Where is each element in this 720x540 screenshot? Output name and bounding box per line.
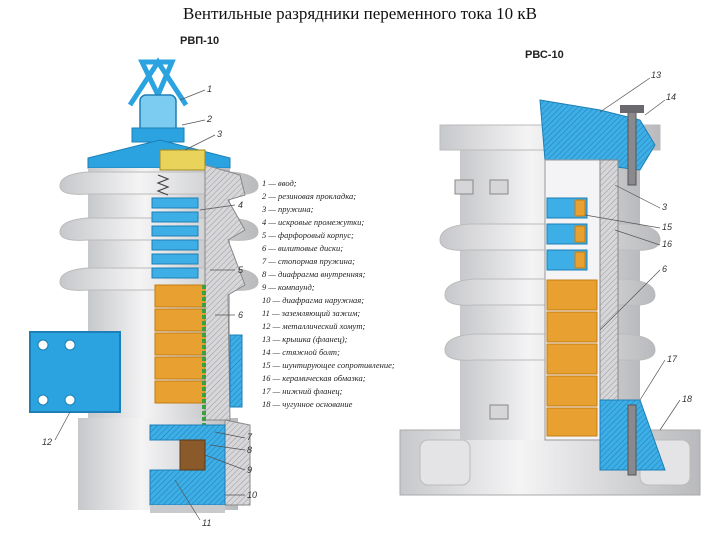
left-callout-1: 1 <box>207 84 212 94</box>
right-callout-15: 15 <box>662 222 673 232</box>
left-callout-5: 5 <box>238 265 244 275</box>
legend-item: 17 — нижний фланец; <box>262 386 343 396</box>
legend-item: 5 — фарфоровый корпус; <box>262 230 354 240</box>
left-callout-9: 9 <box>247 465 252 475</box>
right-callout-17: 17 <box>667 354 678 364</box>
legend-item: 3 — пружина; <box>261 204 314 214</box>
legend-item: 18 — чугунное основание <box>262 399 353 409</box>
left-callout-10: 10 <box>247 490 257 500</box>
left-callout-4: 4 <box>238 200 243 210</box>
legend-item: 6 — вилитовые диски; <box>262 243 343 253</box>
right-arrester <box>399 99 701 496</box>
left-device-title: РВП-10 <box>180 35 219 47</box>
left-callout-3: 3 <box>217 129 222 139</box>
legend-item: 1 — ввод; <box>262 178 297 188</box>
legend-item: 7 — стопорная пружина; <box>262 256 355 266</box>
legend-item: 14 — стяжной болт; <box>262 347 340 357</box>
slide-title: Вентильные разрядники переменного тока 1… <box>183 4 537 23</box>
legend-item: 16 — керамическая обмазка; <box>262 373 366 383</box>
right-device-title: РВС-10 <box>525 49 564 61</box>
right-callout-14: 14 <box>666 92 676 102</box>
left-callout-11: 11 <box>202 518 211 528</box>
left-callout-7: 7 <box>247 432 253 442</box>
legend: 1 — ввод; 2 — резиновая прокладка; 3 — п… <box>261 178 395 409</box>
right-callout-13: 13 <box>651 70 661 80</box>
legend-item: 12 — металлический хомут; <box>262 321 365 331</box>
legend-item: 2 — резиновая прокладка; <box>262 191 356 201</box>
right-callout-18: 18 <box>682 394 692 404</box>
legend-item: 8 — диафрагма внутренняя; <box>262 269 366 279</box>
left-callout-12: 12 <box>42 437 52 447</box>
right-callout-3: 3 <box>662 202 667 212</box>
legend-item: 9 — компаунд; <box>262 282 315 292</box>
legend-item: 4 — искровые промежутки; <box>262 217 364 227</box>
right-callout-6: 6 <box>662 264 667 274</box>
right-callout-16: 16 <box>662 239 672 249</box>
left-callout-8: 8 <box>247 445 252 455</box>
legend-item: 15 — шунтирующее сопротивление; <box>262 360 395 370</box>
legend-item: 10 — диафрагма наружная; <box>262 295 364 305</box>
left-arrester <box>29 57 259 513</box>
legend-item: 11 — заземляющий зажим; <box>262 308 360 318</box>
left-callout-6: 6 <box>238 310 243 320</box>
left-callout-2: 2 <box>206 114 212 124</box>
legend-item: 13 — крышка (фланец); <box>262 334 348 344</box>
